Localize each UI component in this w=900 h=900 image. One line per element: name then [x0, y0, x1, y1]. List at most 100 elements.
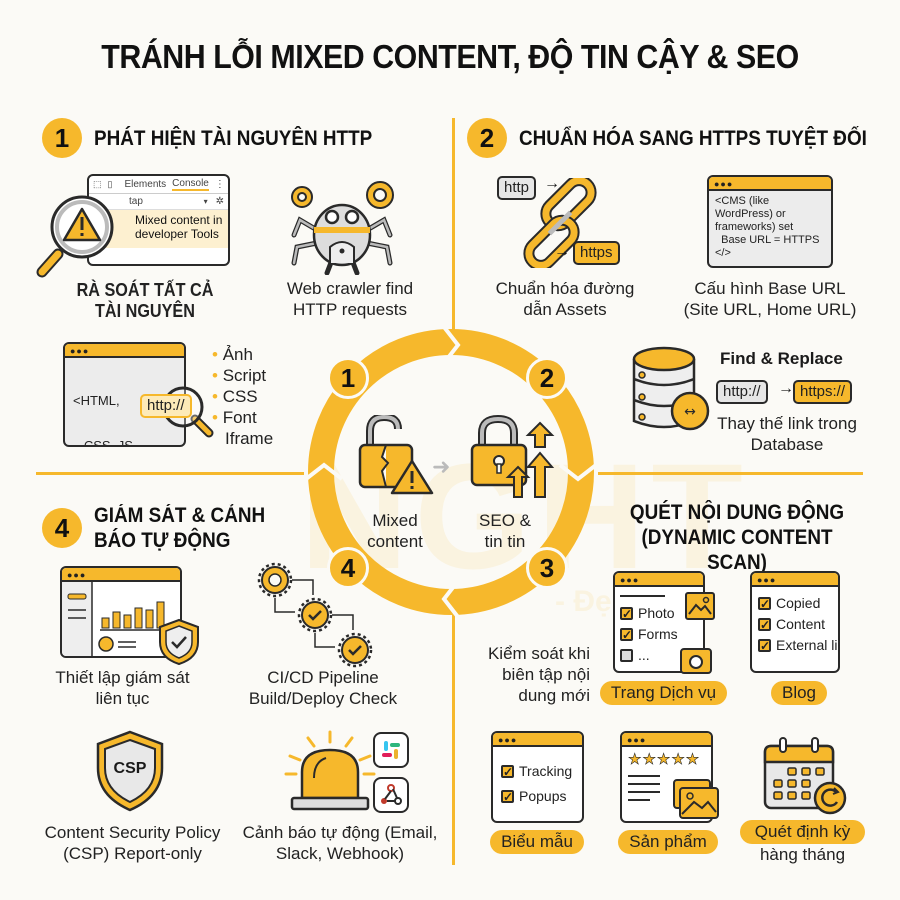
csp-shield-icon	[95, 730, 165, 812]
replace-tag: https://	[793, 380, 853, 404]
window-dots-icon: ●●●	[757, 575, 777, 585]
resource-list: Ảnh Script CSS Font Iframe	[212, 344, 274, 449]
checkbox-checked-icon	[758, 636, 771, 657]
checkbox-checked-icon	[501, 787, 514, 808]
alert-siren-icon	[280, 730, 380, 812]
window-dots-icon: ●●●	[627, 735, 647, 745]
arrow-right-icon: →	[544, 175, 560, 192]
dropdown-icon[interactable]: ▾	[203, 197, 208, 206]
checkbox-checked-icon	[620, 604, 633, 625]
magnifier-warning-icon	[36, 192, 146, 282]
star-rating-icon: ★★★★★	[628, 750, 701, 769]
forms-label: Biểu mẫu	[490, 830, 584, 854]
calendar-refresh-icon	[760, 736, 850, 818]
divider-vertical-top	[452, 118, 455, 348]
cms-config-window: ●●● <CMS (like WordPress) or frameworks)…	[707, 175, 833, 268]
resource-item: CSS	[212, 386, 273, 407]
find-replace-title: Find & Replace	[720, 349, 843, 368]
resource-item: Script	[212, 365, 273, 386]
resource-item: Ảnh	[212, 344, 273, 365]
section-title: PHÁT HIỆN TÀI NGUYÊN HTTP	[94, 126, 373, 150]
checklist-item: Forms	[620, 624, 698, 646]
https-tag: https	[573, 241, 620, 265]
window-dots-icon: ●●●	[620, 575, 640, 585]
image-icon	[685, 592, 715, 620]
camera-icon	[680, 648, 712, 674]
cycle-ring	[304, 325, 598, 619]
slack-icon	[373, 732, 409, 768]
mixed-content-label: Mixed content	[367, 511, 423, 551]
section-3-title: QUÉT NỘI DUNG ĐỘNG (DYNAMIC CONTENT SCAN…	[629, 501, 845, 574]
tab-elements[interactable]: Elements	[124, 179, 167, 190]
resource-item: Font	[212, 407, 273, 428]
checklist-item: Copied	[758, 593, 832, 615]
device-icon[interactable]: ▯	[107, 179, 113, 189]
checkbox-checked-icon	[758, 594, 771, 615]
section-title: GIÁM SÁT & CẢNH BÁO TỰ ĐỘNG	[94, 504, 266, 552]
products-label: Sản phẩm	[618, 830, 718, 854]
page-title: TRÁNH LỖI MIXED CONTENT, ĐỘ TIN CẬY & SE…	[101, 38, 799, 75]
section-4-header: 4 GIÁM SÁT & CẢNH BÁO TỰ ĐỘNG	[42, 503, 299, 553]
cicd-pipeline-icon	[255, 560, 385, 670]
window-dots-icon: ●●●	[67, 570, 87, 580]
monitor-caption: Thiết lập giám sát liên tục	[55, 668, 190, 708]
csp-badge-text: CSP	[113, 760, 147, 777]
window-dots-icon: ●●●	[714, 179, 734, 189]
svg-text:↔: ↔	[684, 404, 696, 420]
assets-caption: Chuẩn hóa đường dẫn Assets	[495, 279, 635, 319]
more-icon[interactable]: ⋮	[214, 179, 225, 190]
divider-horizontal-left	[36, 472, 304, 475]
base-url-caption: Cấu hình Base URL (Site URL, Home URL)	[683, 279, 857, 319]
chain-link-icon	[505, 175, 615, 271]
cycle-step-4: 4	[327, 547, 369, 589]
shield-check-icon	[158, 618, 200, 666]
inspect-icon[interactable]: ⬚	[93, 179, 102, 189]
forms-window: ●●● Tracking Popups	[491, 731, 584, 823]
arrow-right-icon: →	[778, 380, 794, 397]
cicd-caption: CI/CD Pipeline Build/Deploy Check	[248, 668, 398, 708]
find-tag: http://	[716, 380, 768, 404]
cycle-step-1: 1	[327, 357, 369, 399]
transition-arrow-icon: ➜	[432, 454, 451, 479]
tab-console[interactable]: Console	[172, 178, 209, 191]
broken-lock-warning-icon	[358, 412, 438, 495]
image-gallery-icon	[672, 778, 720, 820]
db-caption: Thay thế link trong Database	[717, 414, 857, 454]
audit-caption: RÀ SOÁT TẤT CẢ TÀI NGUYÊN	[76, 280, 214, 321]
section-title: CHUẨN HÓA SANG HTTPS TUYỆT ĐỐI	[519, 126, 867, 150]
checklist-item: Photo	[620, 603, 698, 625]
gear-icon[interactable]: ✲	[215, 196, 224, 207]
section-2-header: 2 CHUẨN HÓA SANG HTTPS TUYỆT ĐỐI	[467, 118, 900, 158]
checklist-item: Popups	[501, 786, 574, 808]
cms-code: <CMS (like WordPress) or frameworks) set…	[715, 195, 820, 259]
section-1-header: 1 PHÁT HIỆN TÀI NGUYÊN HTTP	[42, 118, 403, 158]
web-crawler-icon	[282, 175, 402, 276]
arrow-right-icon: →	[554, 243, 570, 260]
section-number-badge: 4	[42, 508, 82, 548]
seo-trust-label: SEO & tin tin	[479, 511, 531, 551]
alert-caption: Cảnh báo tự động (Email, Slack, Webhook)	[242, 823, 438, 863]
cycle-step-2: 2	[526, 357, 568, 399]
monthly-scan-sublabel: hàng tháng	[759, 845, 846, 864]
section-number-badge: 2	[467, 118, 507, 158]
service-page-window: ●●● Photo Forms ...	[613, 571, 705, 673]
divider-horizontal-right	[598, 472, 863, 475]
service-page-label: Trang Dịch vụ	[600, 681, 727, 705]
checkbox-empty-icon	[620, 649, 633, 662]
window-dots-icon: ●●●	[498, 735, 518, 745]
resource-item: Iframe	[225, 429, 274, 448]
database-sync-icon: ↔	[630, 345, 710, 435]
blog-window: ●●● Copied Content External links	[750, 571, 840, 673]
checklist-item: ...	[620, 645, 698, 666]
console-filter[interactable]: tap	[129, 196, 143, 207]
code-window: ●●● <HTML, CSS, JS CSS Font </iframe>	[63, 342, 186, 447]
checkbox-checked-icon	[758, 615, 771, 636]
checklist-item: Content	[758, 614, 832, 636]
checklist-item: External links	[758, 635, 838, 657]
checkbox-checked-icon	[620, 625, 633, 646]
code-snippet: <HTML, CSS, JS CSS Font </iframe>	[73, 393, 133, 447]
cycle-step-3: 3	[526, 547, 568, 589]
checkbox-checked-icon	[501, 762, 514, 783]
http-search-tag: http://	[140, 394, 192, 418]
blog-label: Blog	[771, 681, 827, 705]
